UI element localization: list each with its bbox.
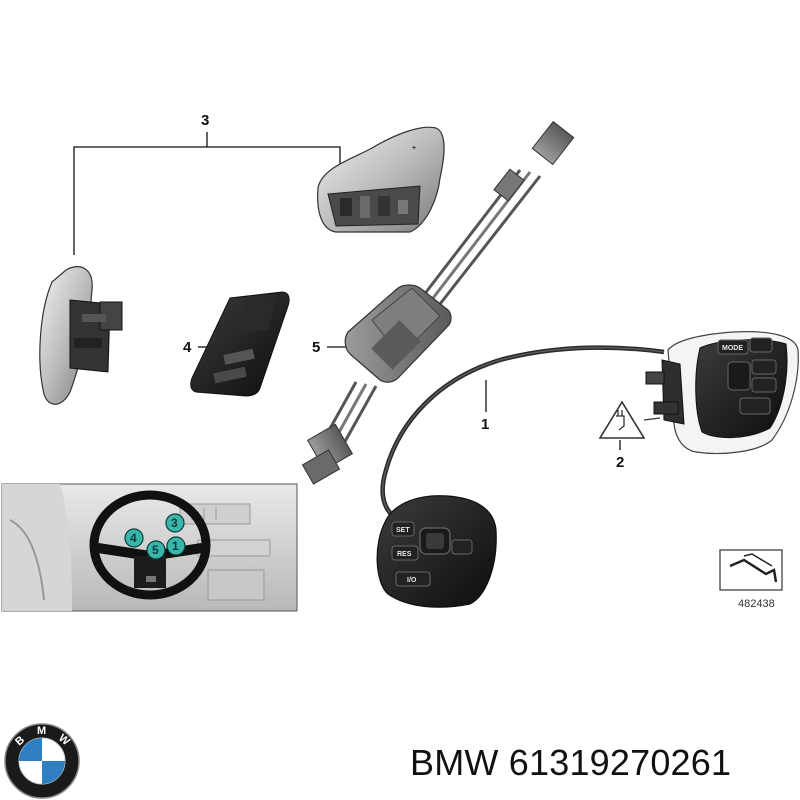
inset-marker-3: 3 <box>165 513 185 533</box>
svg-text:5: 5 <box>152 543 159 557</box>
connecting-cable <box>380 345 665 517</box>
reference-arrow-icon <box>719 549 783 591</box>
res-button-label: RES <box>397 551 412 558</box>
set-button-label: SET <box>396 527 410 534</box>
leader-3 <box>73 146 341 255</box>
switch-module <box>190 291 290 397</box>
svg-text:+: + <box>412 145 416 152</box>
svg-text:M: M <box>37 725 46 737</box>
control-unit-harness <box>301 120 575 485</box>
paddle-shifter-lower <box>39 266 123 405</box>
svg-text:4: 4 <box>130 531 137 545</box>
callout-4: 4 <box>183 339 192 356</box>
callout-2: 2 <box>616 454 625 471</box>
bmw-logo: B M W <box>4 723 80 799</box>
inset-position-markers: 3 4 5 1 <box>124 513 186 560</box>
part-number-caption: BMW 61319270261 <box>410 742 732 783</box>
io-button-label: I/O <box>407 577 417 584</box>
left-switch-cluster: SET RES I/O <box>376 495 497 608</box>
callout-1: 1 <box>481 416 490 433</box>
inset-marker-4: 4 <box>124 528 144 548</box>
reference-code: 482438 <box>738 598 775 610</box>
right-switch-cluster: MODE <box>645 331 799 455</box>
inset-marker-1: 1 <box>166 536 186 556</box>
callout-5: 5 <box>312 339 321 356</box>
mode-button-label: MODE <box>722 345 743 352</box>
paddle-shifter-upper: + <box>317 126 445 233</box>
electrical-warning-triangle-icon <box>598 400 661 439</box>
svg-text:1: 1 <box>172 539 179 553</box>
leader-lines <box>73 132 621 450</box>
svg-text:3: 3 <box>171 516 178 530</box>
callout-3: 3 <box>201 112 210 129</box>
inset-marker-5: 5 <box>146 540 166 560</box>
